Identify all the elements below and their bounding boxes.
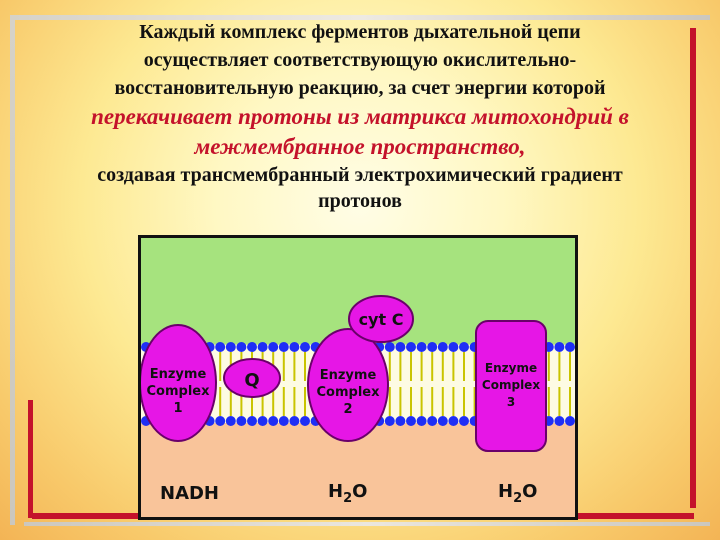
phospholipid-head bbox=[268, 342, 279, 352]
phospholipid-head bbox=[300, 342, 310, 352]
phospholipid-head bbox=[300, 416, 310, 426]
phospholipid-head bbox=[236, 416, 247, 426]
nadh-label: NADH bbox=[160, 483, 219, 504]
phospholipid-head bbox=[289, 342, 300, 352]
text-line-2: осуществляет соответствующую окислительн… bbox=[143, 49, 577, 71]
complex-2-line-2: Complex bbox=[317, 385, 381, 400]
phospholipid-head bbox=[565, 416, 575, 426]
complex-2-line-3: 2 bbox=[343, 402, 352, 417]
phospholipid-head bbox=[554, 416, 565, 426]
complex-2-line-1: Enzyme bbox=[320, 368, 377, 383]
phospholipid-head bbox=[395, 342, 406, 352]
phospholipid-head bbox=[427, 342, 438, 352]
complex-3-line-3: 3 bbox=[507, 395, 515, 409]
frame-left-bar bbox=[10, 15, 15, 525]
ubiquinone-q bbox=[223, 358, 281, 398]
phospholipid-head bbox=[215, 342, 226, 352]
phospholipid-head bbox=[384, 342, 395, 352]
phospholipid-head bbox=[215, 416, 226, 426]
complex-3-line-1: Enzyme bbox=[485, 361, 537, 375]
phospholipid-head bbox=[554, 342, 565, 352]
phospholipid-head bbox=[437, 416, 448, 426]
phospholipid-head bbox=[395, 416, 406, 426]
respiratory-chain-diagram: Enzyme Complex 1 Q Enzyme Complex 2 cyt … bbox=[138, 235, 578, 520]
text-line-4: создавая трансмембранный электрохимическ… bbox=[97, 164, 623, 186]
text-line-5: протонов bbox=[318, 190, 402, 212]
phospholipid-head bbox=[448, 416, 459, 426]
phospholipid-head bbox=[257, 342, 268, 352]
h2o-label-2: H2O bbox=[498, 481, 537, 506]
complex-1-line-2: Complex bbox=[147, 384, 211, 399]
highlight-line-2: межмембранное пространство, bbox=[194, 134, 526, 159]
frame-bottom-bar bbox=[24, 522, 710, 526]
phospholipid-head bbox=[448, 342, 459, 352]
text-line-1: Каждый комплекс ферментов дыхательной це… bbox=[139, 21, 581, 43]
cytc-label: cyt C bbox=[359, 310, 404, 329]
enzyme-complex-3 bbox=[475, 320, 547, 452]
text-line-3: восстановительную реакцию, за счет энерг… bbox=[114, 77, 606, 99]
diagram-border bbox=[138, 235, 578, 520]
frame-top-bar bbox=[10, 15, 710, 20]
cytochrome-c bbox=[348, 295, 414, 343]
phospholipid-head bbox=[278, 342, 289, 352]
phospholipid-head bbox=[236, 342, 247, 352]
phospholipid-head bbox=[565, 342, 575, 352]
phospholipid-head bbox=[406, 416, 416, 426]
enzyme-complex-2 bbox=[307, 328, 389, 442]
phospholipid-head bbox=[416, 342, 427, 352]
phospholipid-head bbox=[427, 416, 438, 426]
highlight-line-1: перекачивает протоны из матрикса митохон… bbox=[91, 104, 629, 129]
slide-text: Каждый комплекс ферментов дыхательной це… bbox=[20, 18, 700, 214]
phospholipid-head bbox=[247, 342, 257, 352]
phospholipid-head bbox=[225, 342, 236, 352]
enzyme-complex-1 bbox=[139, 324, 217, 442]
phospholipid-head bbox=[459, 416, 469, 426]
phospholipid-head bbox=[289, 416, 300, 426]
complex-1-line-3: 1 bbox=[173, 401, 182, 416]
complex-3-line-2: Complex bbox=[482, 378, 540, 392]
frame-left-accent bbox=[28, 400, 33, 518]
q-label: Q bbox=[244, 370, 259, 391]
phospholipid-head bbox=[416, 416, 427, 426]
phospholipid-head bbox=[268, 416, 279, 426]
phospholipid-head bbox=[225, 416, 236, 426]
h2o-label-1: H2O bbox=[328, 481, 367, 506]
phospholipid-head bbox=[384, 416, 395, 426]
phospholipid-head bbox=[257, 416, 268, 426]
phospholipid-head bbox=[247, 416, 257, 426]
complex-1-line-1: Enzyme bbox=[150, 367, 207, 382]
phospholipid-head bbox=[459, 342, 469, 352]
frame-right-accent bbox=[690, 28, 696, 508]
phospholipid-head bbox=[406, 342, 416, 352]
phospholipid-head bbox=[437, 342, 448, 352]
phospholipid-head bbox=[278, 416, 289, 426]
